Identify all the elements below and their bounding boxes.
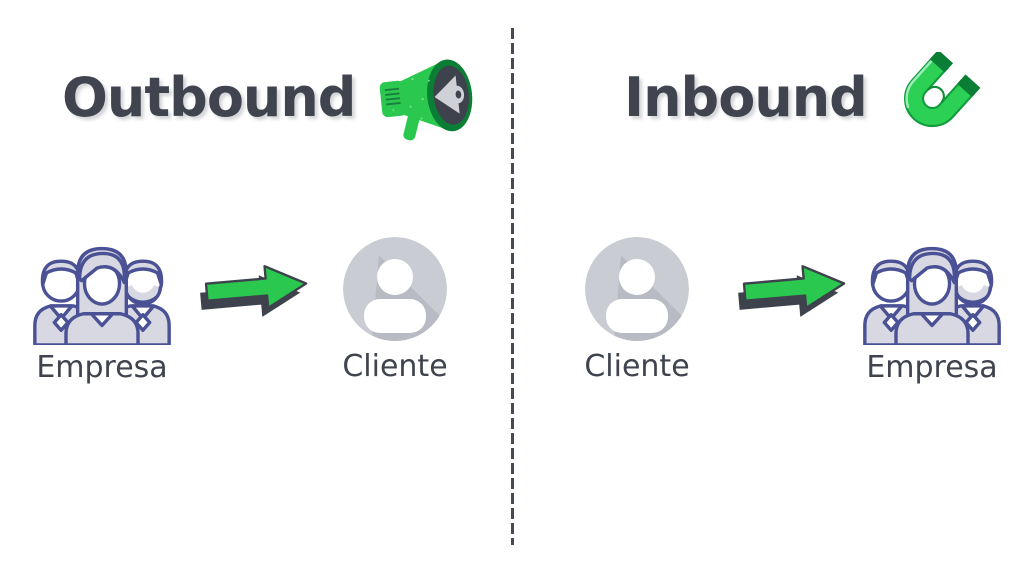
right-arrow-icon [735,250,851,326]
company-group-icon [29,228,175,345]
right-arrow-icon [197,250,313,326]
inbound-cliente-figure: Cliente [555,237,719,382]
outbound-title: Outbound [62,66,356,129]
inbound-empresa-label: Empresa [866,350,998,385]
outbound-cliente-figure: Cliente [313,237,477,382]
outbound-flow-arrow [197,250,313,326]
outbound-title-row: Outbound [62,50,477,146]
outbound-empresa-label: Empresa [36,350,168,385]
person-avatar-icon [343,237,447,341]
inbound-title-row: Inbound [624,50,981,146]
person-avatar-icon [585,237,689,341]
inbound-flow-arrow [735,250,851,326]
inbound-empresa-figure: Empresa [850,228,1014,383]
outbound-empresa-figure: Empresa [20,228,184,383]
outbound-cliente-label: Cliente [342,349,448,384]
dashed-divider-line [511,28,514,545]
inbound-title: Inbound [624,66,868,129]
megaphone-icon [373,52,477,144]
company-group-icon [859,228,1005,345]
magnet-icon [885,52,981,144]
inbound-cliente-label: Cliente [584,349,690,384]
